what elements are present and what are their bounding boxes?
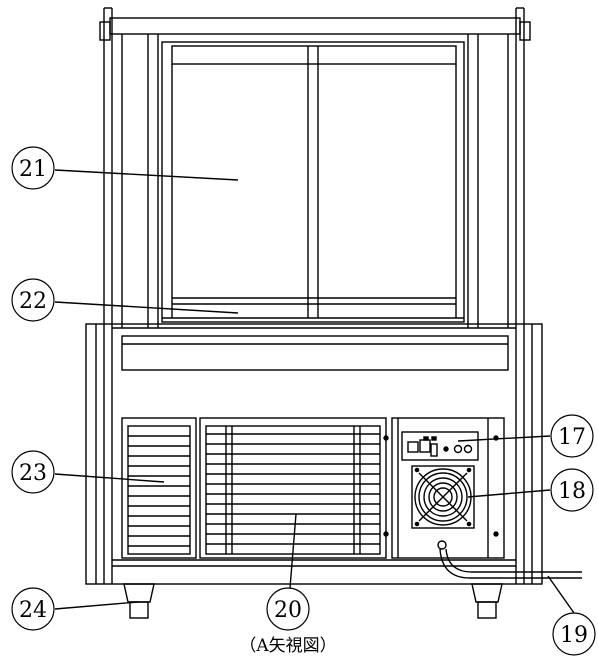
callout-18: 18 [550,468,594,512]
callout-22: 22 [11,278,55,322]
callout-24: 24 [11,587,55,631]
control-section [383,417,505,559]
cabinet-feet [123,583,503,619]
callout-23-label: 23 [19,461,47,486]
small-louver-panel [121,417,197,559]
callout-19: 19 [552,612,596,656]
controller-box [401,431,479,461]
cooling-fan-icon [411,465,475,529]
callout-23: 23 [11,450,55,494]
leader-lines [54,169,575,614]
condenser-grille [199,417,387,559]
callout-18-label: 18 [558,479,586,504]
callout-20: 20 [266,587,310,631]
power-cord [437,540,582,579]
callout-17: 17 [550,414,594,458]
callout-21: 21 [11,146,55,190]
callout-22-label: 22 [19,289,47,314]
upper-display-frame [99,7,531,328]
view-caption: （A矢視図） [239,636,336,656]
callout-24-label: 24 [19,598,47,623]
callout-20-label: 20 [274,598,302,623]
callout-17-label: 17 [558,425,586,450]
callout-21-label: 21 [19,157,47,182]
glass-window-panel [161,41,465,323]
callout-19-label: 19 [560,623,588,648]
